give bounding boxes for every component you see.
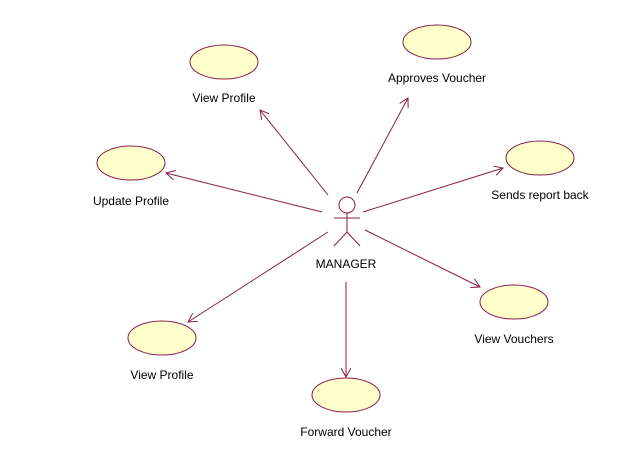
use-case-view-profile-bottom: View Profile bbox=[127, 320, 197, 382]
use-case-view-profile-top: View Profile bbox=[189, 44, 259, 105]
association-approves-voucher bbox=[356, 98, 408, 194]
use-case-update-profile: Update Profile bbox=[93, 145, 169, 208]
use-case-label: Forward Voucher bbox=[300, 425, 391, 439]
association-sends-report-back bbox=[362, 168, 503, 213]
stick-figure-icon bbox=[333, 196, 361, 247]
use-case-label: View Vouchers bbox=[474, 332, 553, 346]
use-case-label: View Profile bbox=[130, 368, 193, 382]
use-case-ellipse bbox=[189, 44, 259, 80]
use-case-ellipse bbox=[311, 377, 381, 413]
associations bbox=[166, 98, 503, 377]
use-case-label: Approves Voucher bbox=[388, 71, 486, 85]
use-case-label: Update Profile bbox=[93, 194, 169, 208]
use-case-ellipse bbox=[505, 140, 575, 176]
use-case-ellipse bbox=[96, 145, 166, 181]
association-view-vouchers bbox=[364, 229, 480, 287]
use-case-view-vouchers: View Vouchers bbox=[474, 284, 554, 346]
association-view-profile-top bbox=[260, 110, 329, 196]
use-case-forward-voucher: Forward Voucher bbox=[300, 377, 392, 439]
actor-manager: MANAGER bbox=[316, 196, 377, 271]
use-case-label: View Profile bbox=[192, 91, 255, 105]
association-update-profile bbox=[166, 173, 323, 213]
actor-label: MANAGER bbox=[316, 257, 377, 271]
use-case-ellipse bbox=[479, 284, 549, 320]
use-case-label: Sends report back bbox=[491, 188, 589, 202]
use-case-approves-voucher: Approves Voucher bbox=[388, 24, 486, 85]
use-case-sends-report-back: Sends report back bbox=[491, 140, 590, 202]
use-case-ellipse bbox=[402, 24, 472, 60]
use-case-ellipse bbox=[127, 320, 197, 356]
association-view-profile-bottom bbox=[188, 231, 329, 322]
